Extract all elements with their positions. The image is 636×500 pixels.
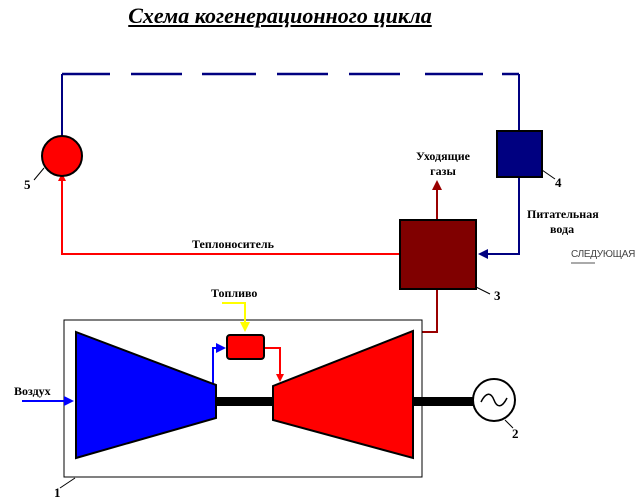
label-number-5: 5 [24,177,31,192]
compressed-air-line [212,343,226,383]
ac-sine-icon [480,393,508,407]
label-number-1: 1 [54,485,61,500]
hot-gas-line [264,347,284,382]
next-link-underline [571,262,595,264]
feed-water-label-2: вода [550,222,574,236]
heat-carrier-label: Теплоноситель [192,237,275,251]
heat-recovery-boiler [399,219,477,290]
fuel-label: Топливо [211,286,257,300]
generator [472,378,516,422]
feed-water-label-1: Питательная [527,207,599,221]
return-water-line [61,72,520,140]
heat-consumer [41,135,83,177]
heat-carrier-line [58,173,400,255]
turbine [272,329,414,460]
exhaust-gases-label-1: Уходящие [416,149,471,163]
fuel-line [222,302,250,332]
combustion-chamber [226,334,265,360]
page-title: Схема когенерационного цикла [128,3,432,28]
air-label: Воздух [14,384,51,398]
feed-water-line [478,178,520,259]
label-number-3: 3 [494,288,501,303]
turbine-compressor-shaft [216,397,274,406]
next-page-link[interactable]: СЛЕДУЮЩАЯ [571,249,636,260]
label-number-4: 4 [555,175,562,190]
exhaust-gases-label-2: газы [430,164,456,178]
feed-pump [496,130,543,178]
label-number-2: 2 [512,426,519,441]
compressor [75,330,217,460]
generator-shaft [413,397,475,406]
